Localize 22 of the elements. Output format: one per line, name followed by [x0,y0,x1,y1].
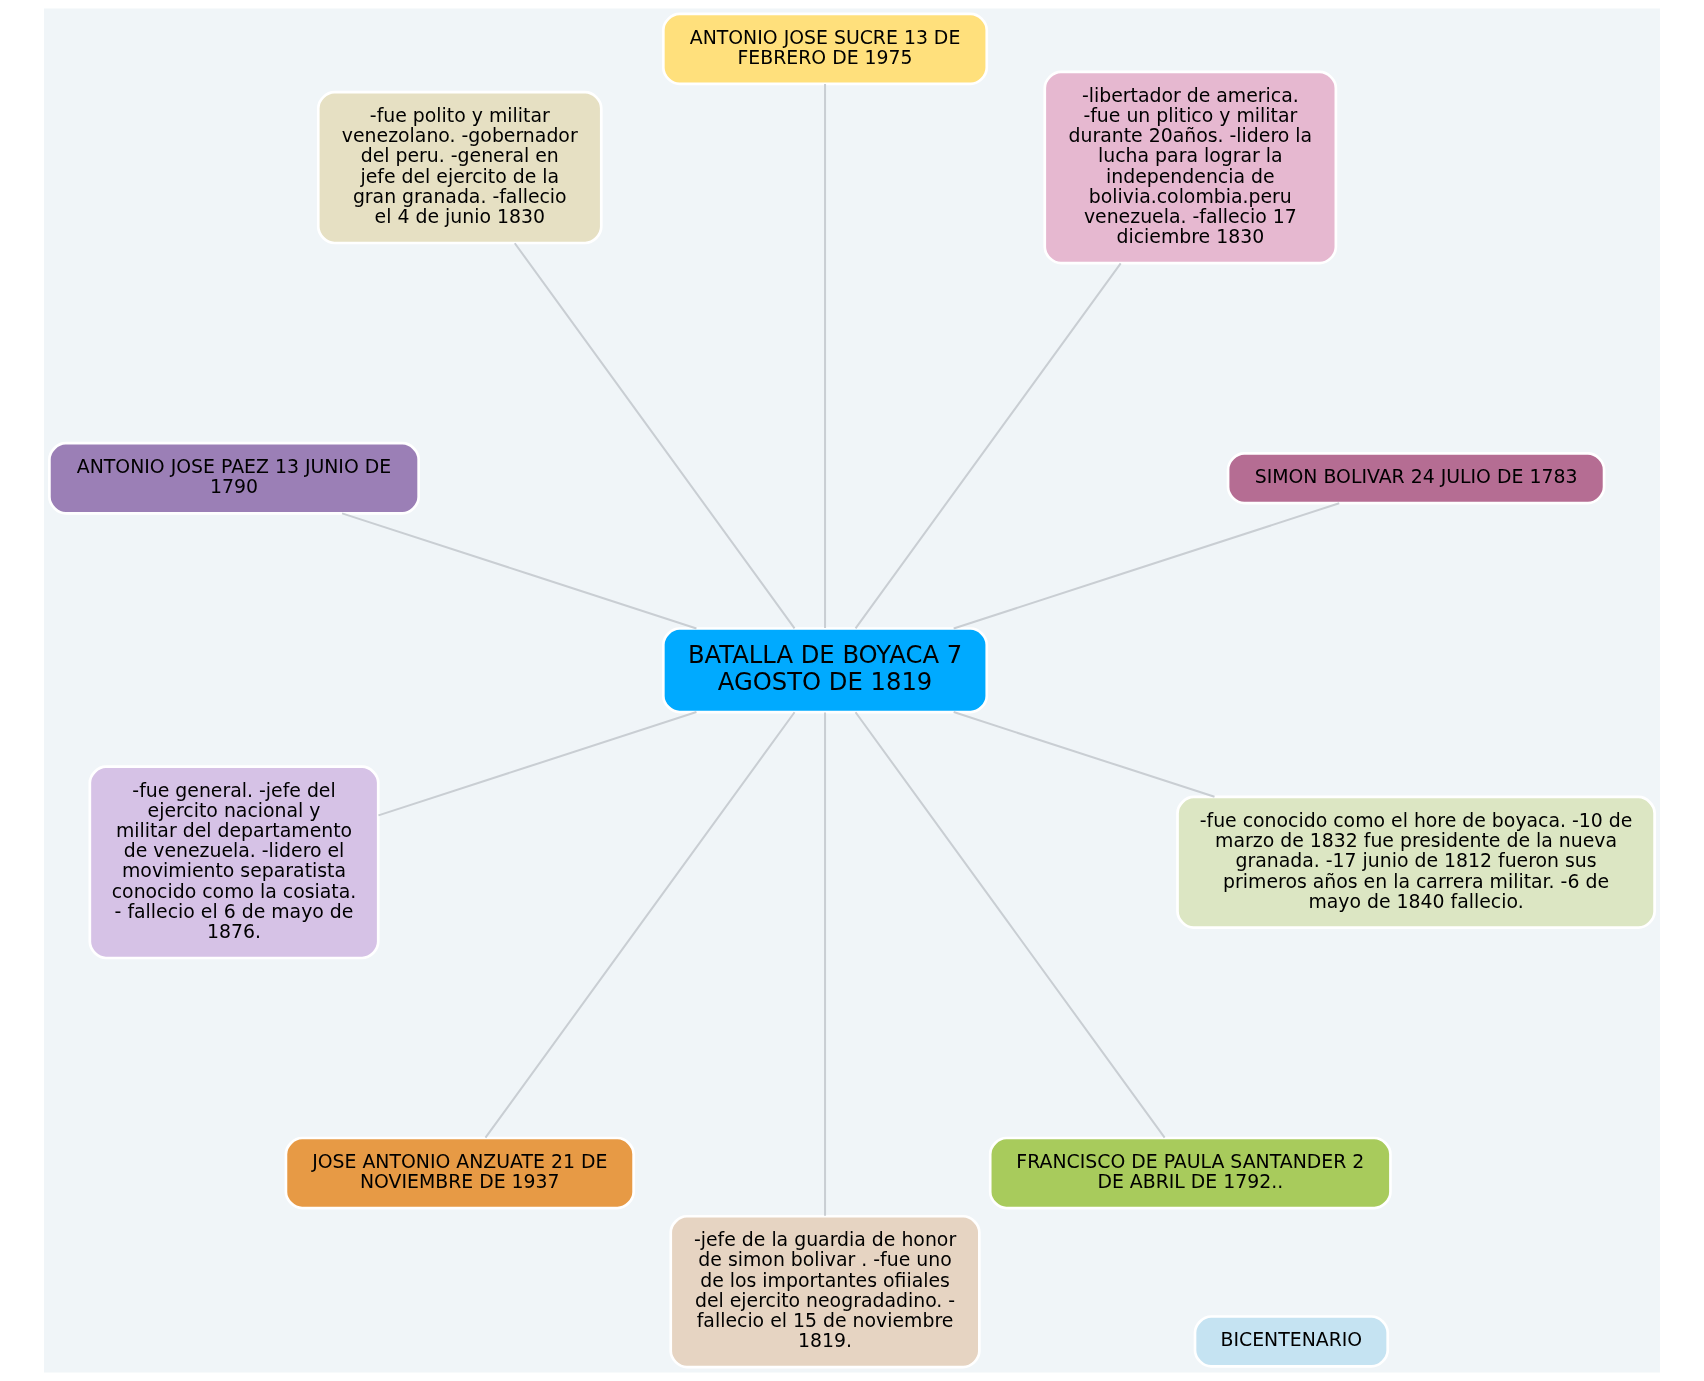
node-box: JOSE ANTONIO ANZUATE 21 DE NOVIEMBRE DE 1937 [284,1136,635,1210]
node-box: -jefe de la guardia de honor de simon bolivar . -fue uno de los importantes ofiiales del ejercito neogradadino. - fallecio el 15 de noviembre 1819. [669,1214,981,1369]
node-box: SIMON BOLIVAR 24 JULIO DE 1783 [1226,451,1606,505]
connector [953,711,1215,798]
node-box: -fue general. -jefe del ejercito nacional y militar del departamento de venezuela. -lidero el movimiento separatista conocido como la cosiata. - fallecio el 6 de mayo de 1876. [88,765,380,960]
node-box: -libertador de america. -fue un plitico y militar durante 20años. -lidero la lucha para lograr la independencia de bolivia.colombia.peru venezuela. -fallecio 17 diciembre 1830 [1043,70,1338,265]
node-box: BATALLA DE BOYACA 7 AGOSTO DE 1819 [661,627,989,714]
connector [484,711,796,1139]
node-box: ANTONIO JOSE SUCRE 13 DE FEBRERO DE 1975 [661,12,989,86]
connector [513,242,796,629]
connector [824,84,827,629]
connector [854,711,1166,1139]
node-box: FRANCISCO DE PAULA SANTANDER 2 DE ABRIL DE 1792.. [988,1136,1392,1210]
connector [341,512,697,630]
node-box: BICENTENARIO [1193,1315,1390,1368]
connector [953,502,1340,630]
connector [378,711,697,817]
connector [854,262,1122,629]
node-box: -fue conocido como el hore de boyaca. -10 de marzo de 1832 fue presidente de la nueva granada. -17 junio de 1812 fueron sus primeros años en la carrera militar. -6 de mayo de 1840 fallecio. [1176,795,1656,930]
node-box: ANTONIO JOSE PAEZ 13 JUNIO DE 1790 [48,441,421,515]
connector [824,712,827,1216]
node-box: -fue polito y militar venezolano. -gobernador del peru. -general en jefe del ejercito de la gran granada. -fallecio el 4 de junio 1830 [316,90,603,245]
